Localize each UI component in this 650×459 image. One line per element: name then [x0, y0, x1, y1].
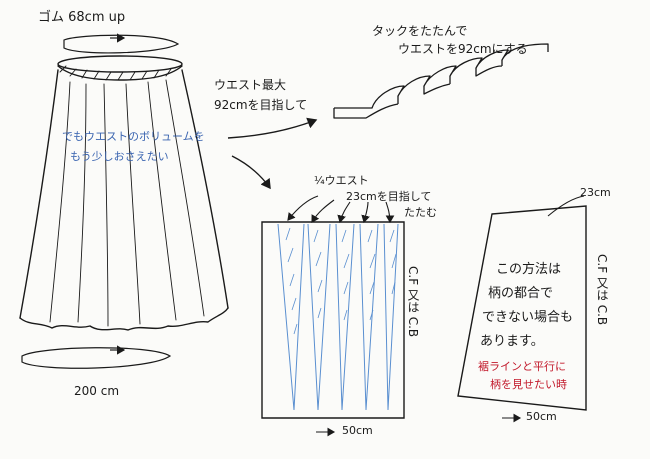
- cf-cb-label-left: C.F 又は C.B: [406, 266, 420, 338]
- fold-hatching: [285, 227, 397, 335]
- fold-instruction-label: たたむ: [404, 206, 437, 219]
- panel-right-width-label: 50cm: [526, 410, 557, 423]
- tuck-label-line2: ウエストを92cmにする: [398, 42, 528, 56]
- skirt-hem: [19, 307, 229, 331]
- waist-elastic-label: ゴム 68cm up: [38, 10, 126, 25]
- skirt-right-edge: [181, 69, 229, 309]
- waist-loop-arrow: [63, 34, 180, 54]
- panel-left: [261, 195, 405, 437]
- pattern-note-line1: 裾ラインと平行に: [478, 360, 566, 373]
- arrow-to-panel: [231, 155, 271, 190]
- tuck-folds: [333, 43, 549, 119]
- panel-left-width-label: 50cm: [342, 424, 373, 437]
- method-note-line1: この方法は: [496, 262, 562, 277]
- cf-cb-label-right: C.F 又は C.B: [595, 254, 609, 326]
- gathers: [59, 65, 172, 81]
- method-note-line4: あります。: [480, 334, 544, 349]
- skirt-drawing: [19, 55, 229, 331]
- waist-max-label: ウエスト最大: [214, 78, 287, 92]
- skirt-left-edge: [19, 69, 59, 319]
- arrow-to-tucks: [227, 117, 318, 139]
- pattern-note-line2: 柄を見せたい時: [490, 378, 567, 391]
- waistband-front: [57, 65, 183, 81]
- volume-note-line2: もう少しおさえたい: [70, 150, 169, 163]
- target-23-label: 23cmを目指して: [346, 190, 432, 203]
- method-note-line2: 柄の都合で: [488, 286, 554, 301]
- waistband-top: [57, 55, 183, 73]
- panel-right: [457, 195, 587, 423]
- skirt-folds: [49, 79, 205, 327]
- waist-target-label: 92cmを目指して: [214, 98, 308, 112]
- panel-right-top-label: 23cm: [580, 186, 611, 199]
- quarter-waist-label: ¼ウエスト: [314, 174, 369, 187]
- hem-loop-arrow: [21, 347, 172, 369]
- method-note-line3: できない場合も: [482, 310, 574, 325]
- volume-note-line1: でもウエストのボリュームを: [62, 130, 205, 143]
- hem-width-label: 200 cm: [74, 384, 120, 398]
- tuck-label-line1: タックをたたんで: [372, 24, 468, 38]
- fold-lines: [277, 223, 399, 411]
